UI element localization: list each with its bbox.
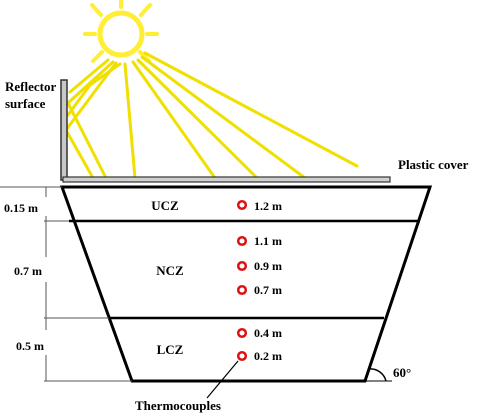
angle-label: 60°: [393, 365, 411, 380]
thermocouple-markers: [236, 199, 248, 362]
depth-guides: [0, 186, 132, 382]
depth-label-lcz: 0.5 m: [16, 339, 44, 353]
reflector-surface: [60, 79, 68, 181]
thermocouple-marker: [236, 199, 248, 211]
reflector-label-line2: surface: [5, 96, 46, 111]
thermocouple-depth: 1.1 m: [254, 234, 282, 248]
zone-ucz-label: UCZ: [151, 198, 179, 213]
pond-outline: [59, 185, 433, 383]
thermocouples-pointer: [206, 360, 239, 399]
zone-ncz-label: NCZ: [156, 263, 184, 278]
sun-icon: [83, 0, 159, 63]
sun-rays: [64, 51, 359, 180]
thermocouple-depth: 0.9 m: [254, 259, 282, 273]
depth-label-ncz: 0.7 m: [14, 264, 42, 278]
thermocouple-depth: 0.7 m: [254, 283, 282, 297]
thermocouple-marker: [236, 260, 248, 272]
thermocouples-label: Thermocouples: [135, 398, 221, 413]
thermocouple-depth: 0.2 m: [254, 349, 282, 363]
thermocouple-marker: [236, 350, 248, 362]
plastic-cover-label: Plastic cover: [398, 157, 469, 172]
zone-lcz-label: LCZ: [157, 342, 184, 357]
depth-label-ucz: 0.15 m: [4, 201, 38, 215]
plastic-cover: [62, 176, 391, 183]
thermocouple-marker: [236, 284, 248, 296]
thermocouple-depth: 1.2 m: [254, 199, 282, 213]
thermocouple-marker: [236, 327, 248, 339]
reflector-label-line1: Reflector: [5, 79, 56, 94]
thermocouple-marker: [236, 235, 248, 247]
thermocouple-depth: 0.4 m: [254, 326, 282, 340]
angle-arc: [368, 368, 387, 382]
